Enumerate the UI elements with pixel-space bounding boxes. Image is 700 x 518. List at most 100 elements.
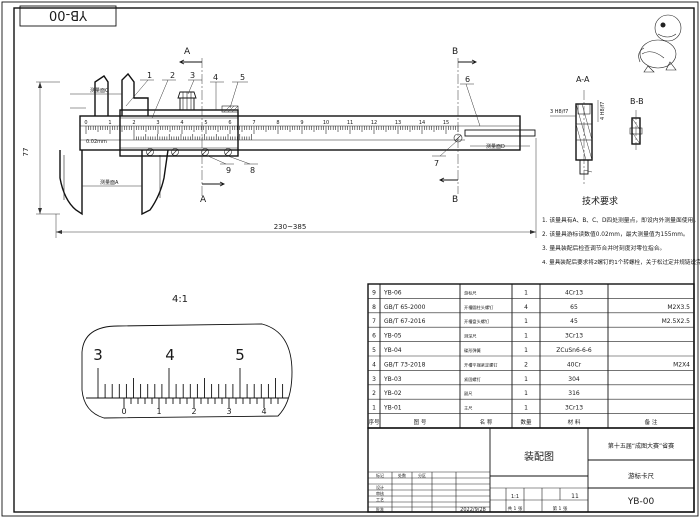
main-scale-label: 12 [371,120,377,126]
bom-cell-code: GB/T 73-2018 [384,361,426,368]
measure-a-label: 测量面A [100,179,119,186]
zoom-vernier-label-4: 4 [261,407,266,416]
bom-cell-code: YB-02 [383,390,402,397]
bom-cell-material: 304 [568,376,580,383]
tech-req-item-4: 4. 量具装配后要求将2螺钉的1个转螺栓，关于松过定并规链说完。 [542,258,700,266]
bom-cell-qty: 1 [524,376,528,383]
bom-cell-qty: 2 [524,361,528,368]
length-dim-text: 230~385 [274,223,307,231]
sheet-code: YB-00 [627,497,655,507]
bom-cell-code: GB/T 65-2000 [384,304,426,311]
bom-cell-no: 2 [372,390,376,397]
bom-cell-code: GB/T 67-2016 [384,318,426,325]
inner-frame [13,7,695,513]
height-dim-text: 77 [22,148,30,157]
balloon-1: 1 [147,71,152,80]
top-code-box: YB-00 [19,5,117,27]
section-markers: A A B B [178,47,478,205]
slider-screw-2 [171,148,179,156]
drawing-name: 装配图 [524,450,554,463]
main-scale-label: 0 [84,120,87,126]
measure-c-label: 测量面C [90,87,109,94]
bom-header-material: 材 料 [568,418,581,426]
cell-design: 设计 [376,484,384,490]
slider-screw-3 [201,148,209,156]
vernier-scale-ticks [133,134,252,140]
fixed-lower-jaw [59,150,83,216]
main-scale-label: 11 [347,120,353,126]
main-beam [79,115,521,151]
tech-req-item-1: 1. 该量具有A、B、C、D四处测量点，即设内外测量面使用。 [542,216,699,224]
bom-cell-name: 开槽盘头螺钉 [464,318,490,325]
contest-name: 第十五届“成图大赛”省赛 [608,442,674,450]
main-scale-ticks [85,126,459,134]
tech-req-item-3: 3. 量具装配后检查调节合并时刻度对零位指合。 [542,244,665,252]
bom-cell-name: 碟形弹簧 [464,347,481,354]
main-scale-label: 15 [443,120,449,126]
cell-mark: 标记 [376,472,384,478]
dimension-length: 230~385 [55,138,537,238]
fit-aa-left: 3 H8/f7 [550,109,568,115]
section-b-bottom: B [452,195,458,205]
bom-cell-material: 316 [568,390,580,397]
balloon-4: 4 [213,73,218,82]
slider-body [119,109,239,157]
part-balloons: 1 2 3 4 5 6 7 8 9 [125,71,481,175]
sheet-total: 共 1 张 [508,505,523,512]
section-b-top: B [452,47,458,57]
bom-header-note: 备 注 [645,418,658,426]
sliding-lower-jaw [141,149,169,216]
bom-cell-material: 3Cr13 [565,333,583,340]
zoom-outline [81,323,293,419]
scale-value: 1:1 [511,494,519,500]
zoom-main-label-5: 5 [235,346,245,364]
cell-zone: 分区 [418,472,426,478]
bom-cell-name: 开槽圆柱头螺钉 [464,304,494,311]
main-scale-label: 9 [300,120,303,126]
section-bb-title: B-B [630,97,644,106]
section-a-top: A [184,47,191,57]
bom-cell-qty: 1 [524,405,528,412]
bom-cell-name: 测深尺 [464,333,477,340]
zoom-detail-view: 4:1 3 4 5 0 1 2 3 4 [81,294,293,419]
part-name: 游标卡尺 [628,471,655,480]
mascot-turtle-icon [638,14,682,73]
bom-cell-qty: 1 [524,318,528,325]
zoom-main-ticks [97,368,284,398]
zoom-main-label-4: 4 [165,346,175,364]
bom-cell-note: M2.5X2.5 [662,318,691,325]
depth-rod [464,129,536,137]
balloon-5: 5 [240,73,245,82]
bom-cell-qty: 1 [524,390,528,397]
bom-cell-no: 6 [372,333,376,340]
balloon-9: 9 [226,166,231,175]
drawing-date: 2022/9/28 [460,507,486,513]
bom-cell-code: YB-06 [383,289,402,296]
bom-cell-code: YB-03 [383,376,402,383]
zoom-scale-label: 4:1 [172,294,188,305]
bom-cell-note: M2X3.5 [667,304,690,311]
section-bb-view: B-B [629,97,644,150]
section-a-bottom: A [200,195,207,205]
zoom-vernier-label-2: 2 [191,407,196,416]
bom-cell-qty: 1 [524,347,528,354]
bom-header-no: 序号 [368,418,380,426]
cell-process: 工艺 [376,497,384,502]
tech-requirements: 技术要求 1. 该量具有A、B、C、D四处测量点，即设内外测量面使用。 2. 该… [542,195,700,266]
bom-cell-no: 1 [372,405,376,412]
bom-cell-material: 65 [570,304,578,311]
bom-cell-no: 9 [372,289,376,296]
bom-cell-no: 3 [372,376,376,383]
main-scale-label: 13 [395,120,401,126]
fit-aa-right: 4 H8/f7 [600,102,606,120]
vernier-value-label: 0.02mm [86,139,107,145]
title-block: 装配图 第十五届“成图大赛”省赛 游标卡尺 YB-00 11 共 1 张 第 1… [367,427,695,513]
main-scale-label: 8 [276,120,279,126]
bom-cell-name: 紧固螺钉 [464,376,482,383]
balloon-8: 8 [250,166,255,175]
bom-cell-qty: 1 [524,289,528,296]
bom-cell-material: ZCuSn6-6-6 [556,347,592,354]
